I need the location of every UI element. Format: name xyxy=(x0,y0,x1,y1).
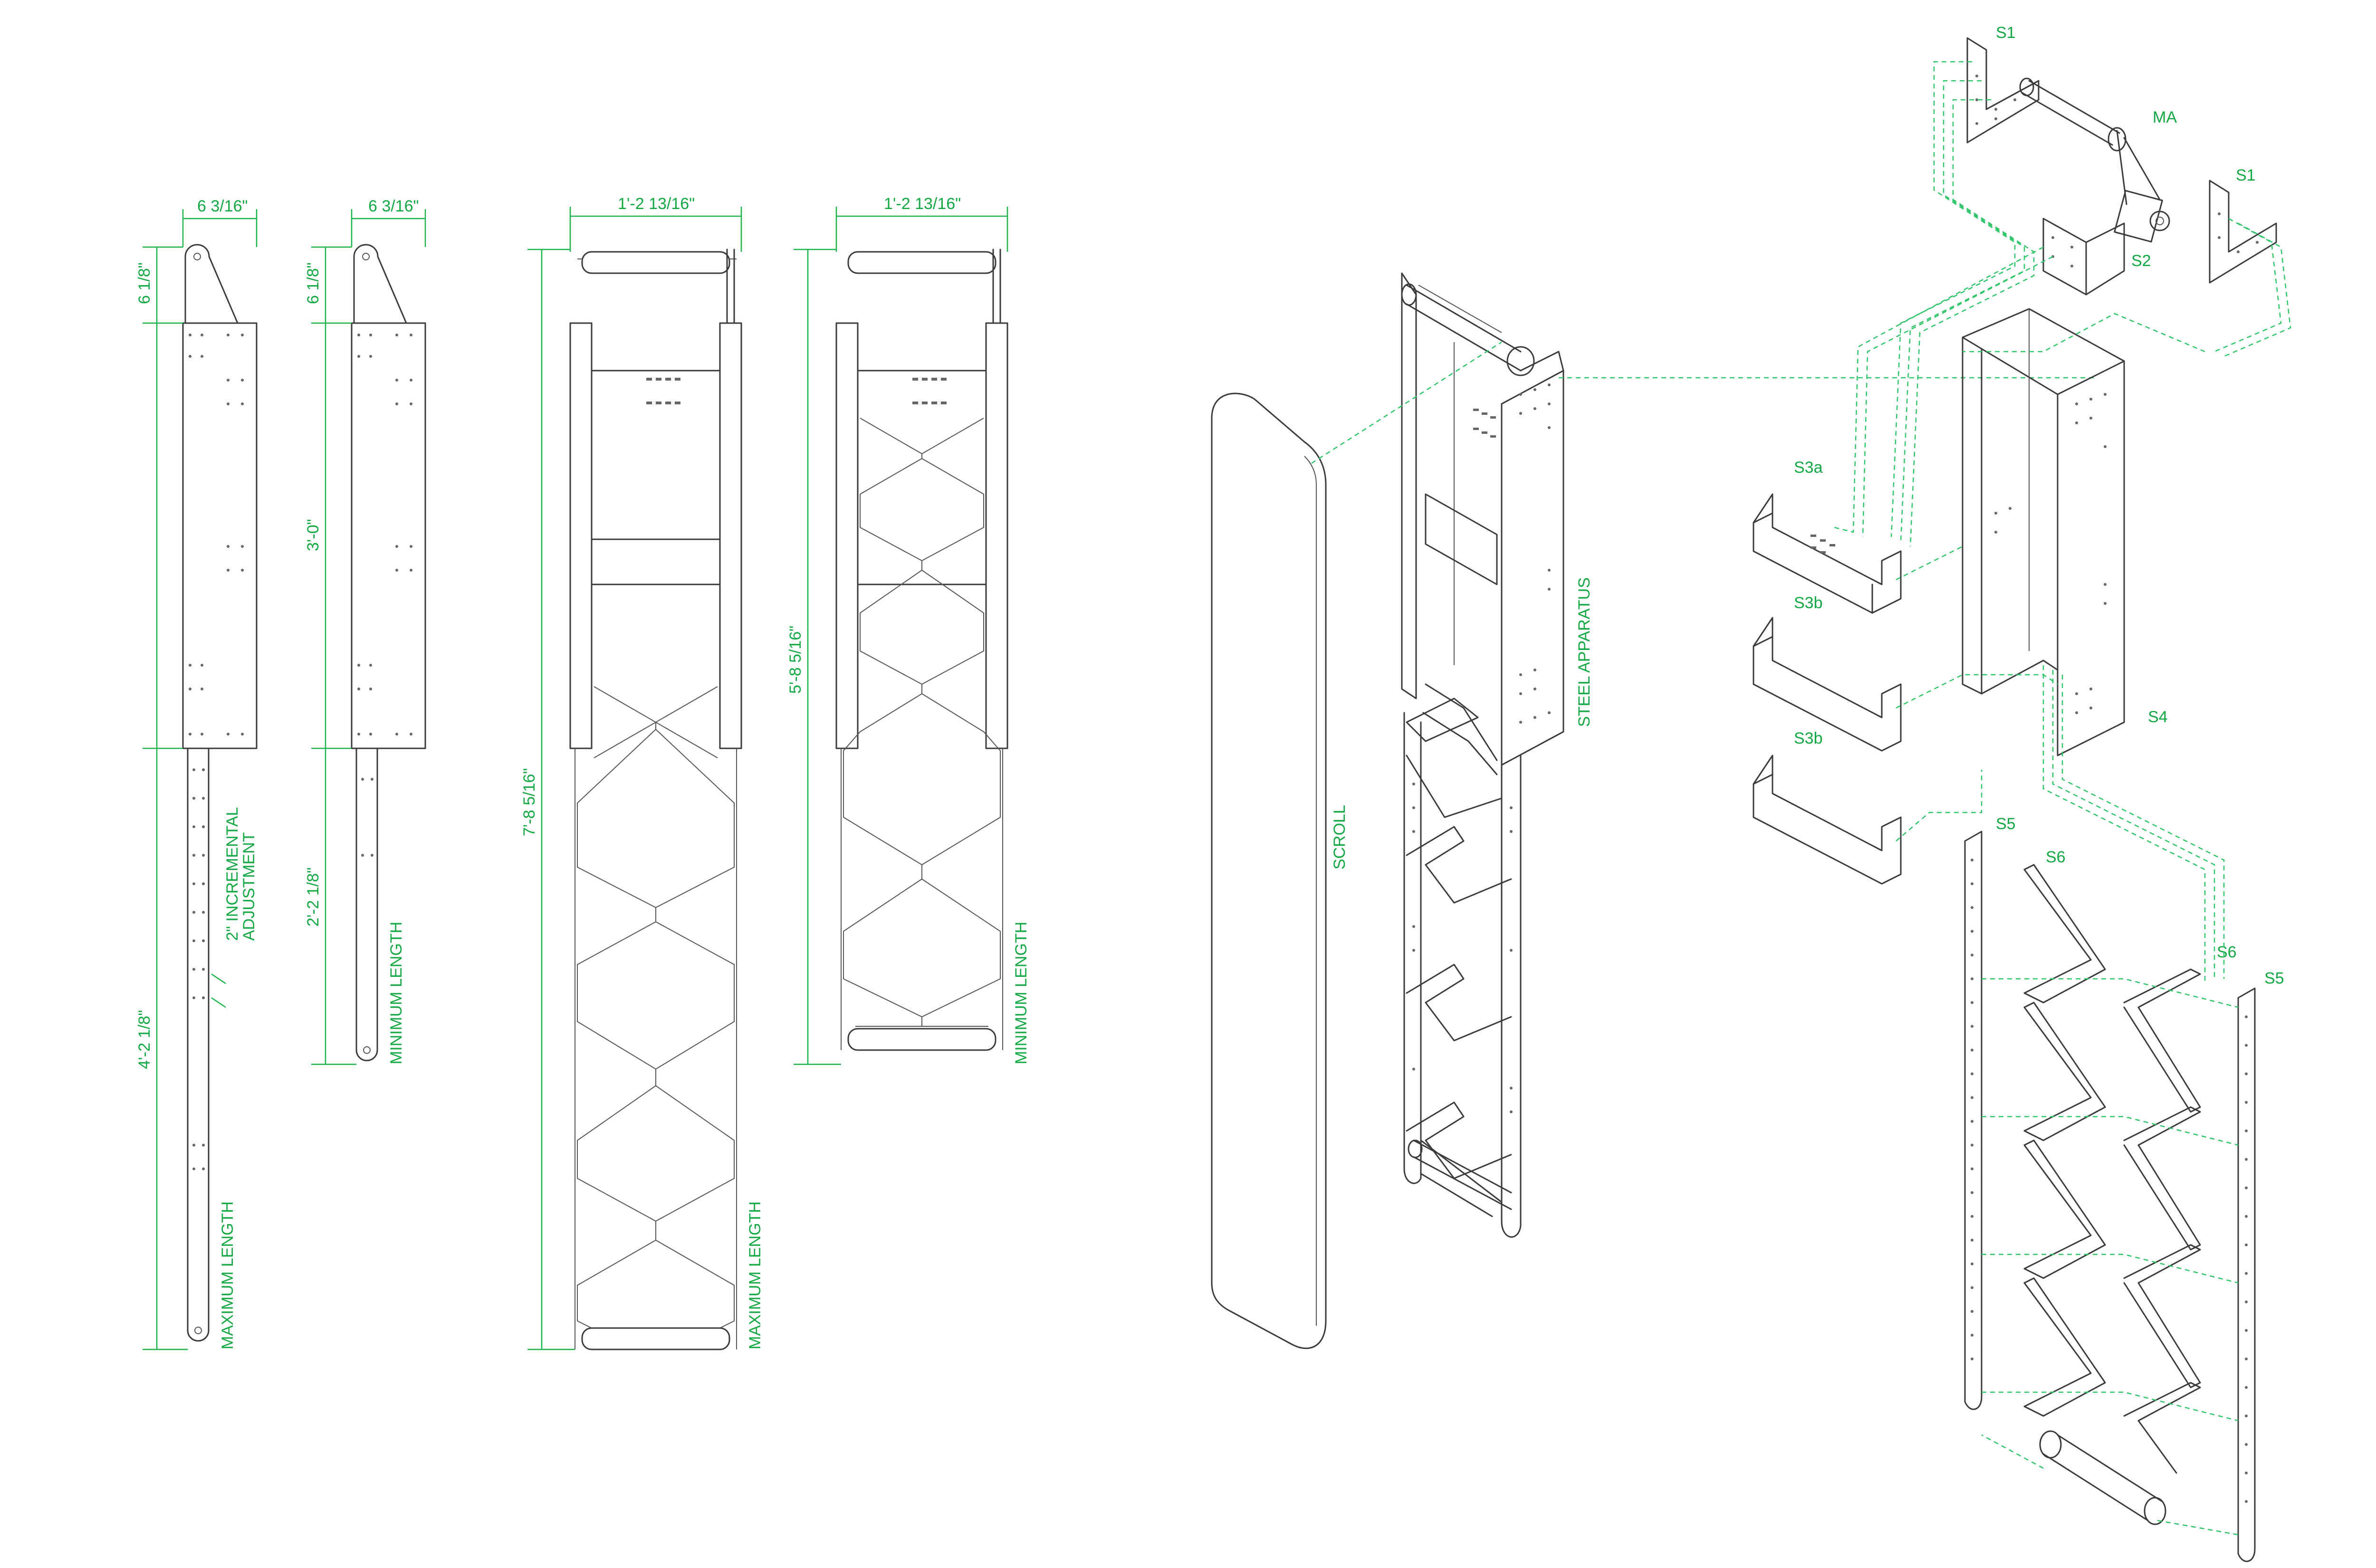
dimensions-elevation-3 xyxy=(527,207,742,1350)
note-maximum-length-2: MAXIMUM LENGTH xyxy=(746,1201,764,1349)
label-scroll: SCROLL xyxy=(1331,805,1349,870)
exploded-guide-lines xyxy=(1834,61,2291,1536)
note-incremental-line-2: ADJUSTMENT xyxy=(240,832,258,941)
part-s5-right xyxy=(2237,987,2256,1562)
label-part-s6-right: S6 xyxy=(2217,943,2237,961)
part-s6-left-stack xyxy=(2023,864,2106,1417)
part-s4 xyxy=(1962,308,2125,756)
label-part-s1-top: S1 xyxy=(1996,24,2016,42)
part-s6-right-stack xyxy=(2123,968,2201,1474)
label-part-s3b-upper: S3b xyxy=(1794,594,1823,612)
note-incremental-line-1: 2" INCREMENTAL xyxy=(223,807,241,941)
label-part-s3b-lower: S3b xyxy=(1794,729,1823,747)
label-part-s5-right: S5 xyxy=(2264,969,2284,987)
label-part-ma: MA xyxy=(2153,108,2177,126)
part-s2 xyxy=(2042,218,2125,296)
dim-lower-height-min: 2'-2 1/8" xyxy=(304,868,322,927)
part-s1-right xyxy=(2209,180,2277,284)
note-minimum-length-2: MINIMUM LENGTH xyxy=(1012,922,1030,1064)
label-part-s6-left: S6 xyxy=(2046,848,2066,866)
scroll-panel xyxy=(1211,392,1327,1349)
dim-width-1: 6 3/16" xyxy=(197,197,248,215)
dim-top-height-1: 6 1/8" xyxy=(135,262,153,304)
label-part-s3a: S3a xyxy=(1794,459,1823,477)
dim-front-width-1: 1'-2 13/16" xyxy=(618,195,695,213)
part-s5-left xyxy=(1964,831,1983,1410)
steel-apparatus xyxy=(1401,272,1564,1238)
label-part-s5-left: S5 xyxy=(1996,815,2016,833)
dimensions-elevation-2 xyxy=(311,209,426,1065)
dim-full-height-max: 7'-8 5/16" xyxy=(520,768,538,836)
part-s3b-upper xyxy=(1753,617,1902,752)
part-s1-top xyxy=(1966,37,2040,143)
assembly-guide-lines xyxy=(1311,341,2096,464)
dim-top-height-2: 6 1/8" xyxy=(304,262,322,304)
note-minimum-length-1: MINIMUM LENGTH xyxy=(387,922,405,1064)
part-s3a xyxy=(1753,493,1902,614)
dimensions-elevation-4 xyxy=(794,207,1008,1065)
label-part-s4: S4 xyxy=(2148,708,2168,726)
dim-middle-height: 3'-0" xyxy=(304,519,322,551)
part-bottom-roller xyxy=(2039,1430,2166,1525)
front-elevation-maximum xyxy=(569,249,742,1350)
dim-width-2: 6 3/16" xyxy=(368,197,419,215)
part-ma xyxy=(2019,77,2170,243)
dim-front-width-2: 1'-2 13/16" xyxy=(884,195,961,213)
note-maximum-length-1: MAXIMUM LENGTH xyxy=(219,1201,237,1349)
dimensions-elevation-1 xyxy=(143,209,258,1350)
dim-full-height-min: 5'-8 5/16" xyxy=(786,626,805,694)
side-elevation-minimum xyxy=(351,244,426,1061)
dim-lower-height-max: 4'-2 1/8" xyxy=(135,1010,153,1069)
side-elevation-maximum xyxy=(182,244,258,1342)
front-elevation-minimum xyxy=(835,249,1008,1051)
part-s3b-lower xyxy=(1753,755,1902,885)
label-steel-apparatus: STEEL APPARATUS xyxy=(1575,577,1593,727)
label-part-s2: S2 xyxy=(2131,252,2151,270)
label-part-s1-right: S1 xyxy=(2236,166,2256,184)
